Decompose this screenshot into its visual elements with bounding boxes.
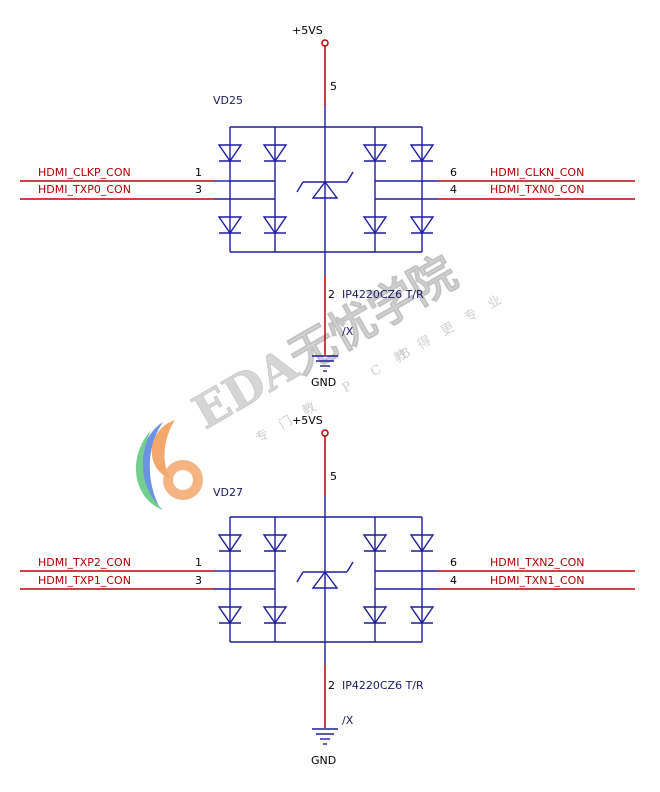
circuit-vd25: +5VS 5 VD25 [20, 24, 635, 389]
ip4220-symbol [214, 106, 438, 275]
refdes: VD27 [213, 486, 243, 499]
diode-array-lower [217, 606, 435, 625]
watermark: EDA无忧学院 专门教 P C B 教得更专业 [135, 245, 516, 510]
pin-6-number: 6 [450, 556, 457, 569]
refdes: VD25 [213, 94, 243, 107]
nc-mark: /X [342, 714, 354, 727]
net-label: HDMI_TXP2_CON [38, 556, 131, 569]
diode-icon [409, 144, 435, 163]
power-label: +5VS [292, 414, 323, 427]
net-label: HDMI_TXP1_CON [38, 574, 131, 587]
diode-icon [217, 606, 243, 625]
ground-icon [312, 355, 338, 372]
ip4220-symbol [214, 496, 438, 665]
diode-array-upper [217, 534, 435, 553]
power-port-icon [321, 429, 329, 437]
net-label: HDMI_TXP0_CON [38, 183, 131, 196]
diode-icon [409, 216, 435, 235]
diode-icon [362, 144, 388, 163]
power-label: +5VS [292, 24, 323, 37]
net-label: HDMI_CLKN_CON [490, 166, 584, 179]
part-value: IP4220CZ6 T/R [342, 679, 424, 692]
diode-icon [217, 216, 243, 235]
net-label: HDMI_CLKP_CON [38, 166, 131, 179]
nc-mark: /X [342, 325, 354, 338]
diode-icon [362, 606, 388, 625]
pin-1-number: 1 [195, 166, 202, 179]
pin-3-number: 3 [195, 183, 202, 196]
watermark-logo-icon [135, 420, 203, 510]
diode-icon [362, 216, 388, 235]
net-label: HDMI_TXN1_CON [490, 574, 585, 587]
diode-array-upper [217, 144, 435, 163]
pin-4-number: 4 [450, 574, 457, 587]
ground-icon [312, 728, 338, 745]
diode-icon [362, 534, 388, 553]
diode-icon [262, 144, 288, 163]
pin-3-number: 3 [195, 574, 202, 587]
pin-5-number: 5 [330, 470, 337, 483]
diode-icon [262, 534, 288, 553]
part-value: IP4220CZ6 T/R [342, 288, 424, 301]
circuit-vd27: +5VS 5 VD27 [20, 414, 635, 767]
net-label: HDMI_TXN2_CON [490, 556, 585, 569]
diode-icon [217, 144, 243, 163]
pin-1-number: 1 [195, 556, 202, 569]
zener-diode-icon [296, 561, 354, 589]
pin-2-number: 2 [328, 288, 335, 301]
zener-diode-icon [296, 171, 354, 199]
diode-icon [262, 606, 288, 625]
ground-label: GND [311, 754, 336, 767]
net-label: HDMI_TXN0_CON [490, 183, 585, 196]
diode-icon [262, 216, 288, 235]
diode-icon [409, 606, 435, 625]
power-port-icon [321, 39, 329, 47]
pin-5-number: 5 [330, 80, 337, 93]
diode-icon [409, 534, 435, 553]
pin-6-number: 6 [450, 166, 457, 179]
pin-2-number: 2 [328, 679, 335, 692]
ground-label: GND [311, 376, 336, 389]
diode-icon [217, 534, 243, 553]
diode-array-lower [217, 216, 435, 235]
pin-4-number: 4 [450, 183, 457, 196]
